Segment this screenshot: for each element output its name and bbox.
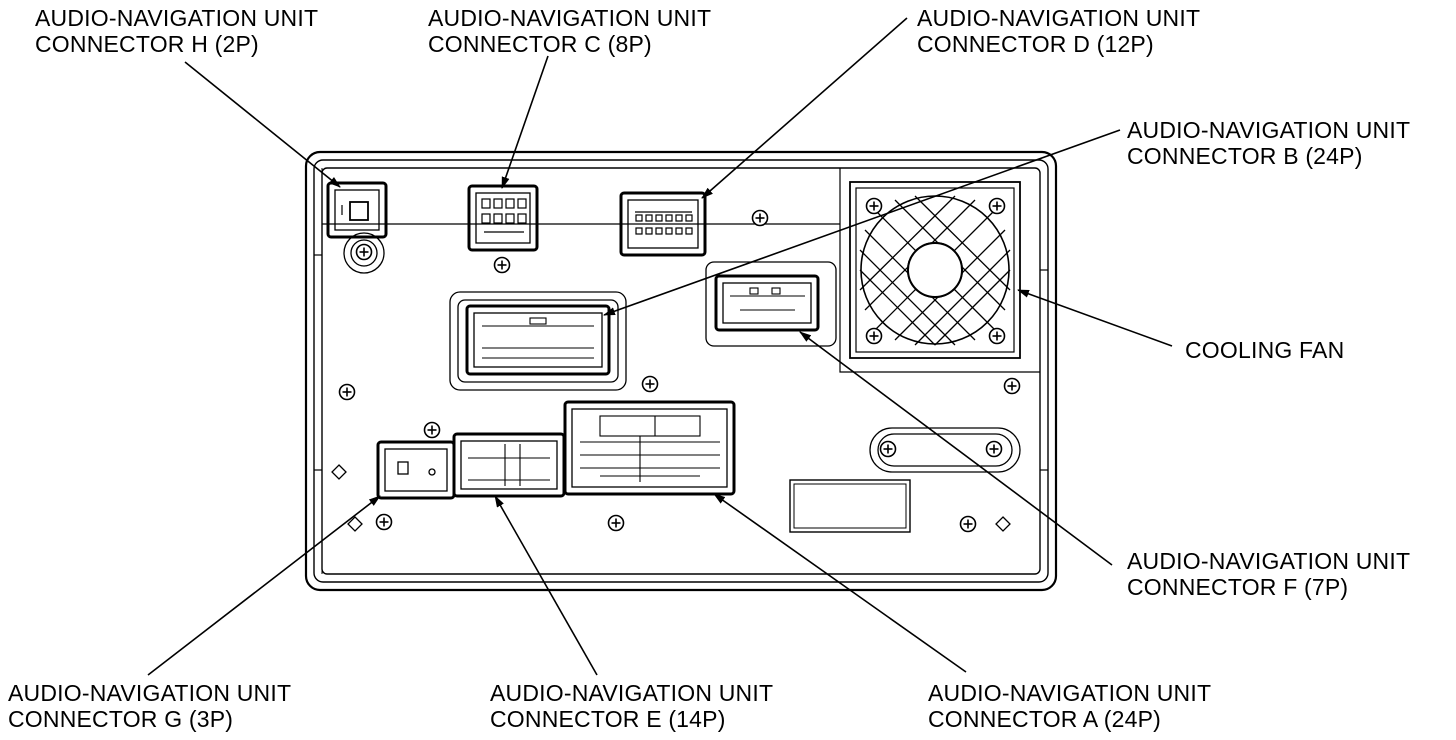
connector-g	[376, 440, 456, 500]
unit-housing	[304, 150, 1058, 592]
label-line: CONNECTOR B (24P)	[1127, 143, 1363, 169]
label-line: AUDIO-NAVIGATION UNIT	[917, 5, 1201, 31]
label-line: CONNECTOR F (7P)	[1127, 574, 1349, 600]
label-line: AUDIO-NAVIGATION UNIT	[928, 680, 1212, 706]
connector-a	[563, 400, 736, 496]
screw	[641, 375, 659, 393]
label-line: CONNECTOR C (8P)	[428, 31, 652, 57]
screw	[751, 209, 769, 227]
label-plate	[789, 479, 911, 533]
label-connector-c: AUDIO-NAVIGATION UNIT CONNECTOR C (8P)	[428, 5, 711, 57]
connector-d	[619, 191, 707, 257]
label-connector-b: AUDIO-NAVIGATION UNIT CONNECTOR B (24P)	[1127, 117, 1410, 169]
locator-pin	[331, 464, 1011, 532]
label-line: CONNECTOR G (3P)	[8, 706, 234, 732]
label-line: AUDIO-NAVIGATION UNIT	[490, 680, 774, 706]
screw	[607, 514, 625, 532]
screw	[985, 440, 1003, 458]
connector-f	[705, 261, 837, 347]
label-line: AUDIO-NAVIGATION UNIT	[1127, 117, 1411, 143]
screw	[355, 243, 373, 261]
label-connector-d: AUDIO-NAVIGATION UNIT CONNECTOR D (12P)	[917, 5, 1200, 57]
connector-b	[449, 291, 627, 391]
screw	[493, 256, 511, 274]
label-line: CONNECTOR D (12P)	[917, 31, 1154, 57]
label-connector-g: AUDIO-NAVIGATION UNIT CONNECTOR G (3P)	[8, 680, 291, 732]
connector-e	[452, 432, 566, 498]
label-cooling-fan: COOLING FAN	[1185, 337, 1344, 363]
label-line: AUDIO-NAVIGATION UNIT	[1127, 548, 1411, 574]
leader-lines	[147, 17, 1173, 676]
label-connector-e: AUDIO-NAVIGATION UNIT CONNECTOR E (14P)	[490, 680, 773, 732]
screw	[1003, 377, 1021, 395]
screw	[959, 515, 977, 533]
screw	[879, 440, 897, 458]
label-line: AUDIO-NAVIGATION UNIT	[35, 5, 319, 31]
mounting-slot	[869, 427, 1021, 473]
connector-h	[326, 181, 388, 274]
screw	[375, 513, 393, 531]
label-line: COOLING FAN	[1185, 337, 1345, 363]
label-connector-a: AUDIO-NAVIGATION UNIT CONNECTOR A (24P)	[928, 680, 1211, 732]
label-line: CONNECTOR H (2P)	[35, 31, 259, 57]
label-line: AUDIO-NAVIGATION UNIT	[428, 5, 712, 31]
cooling-fan	[849, 181, 1021, 359]
connector-c	[467, 184, 539, 252]
label-line: AUDIO-NAVIGATION UNIT	[8, 680, 292, 706]
label-connector-h: AUDIO-NAVIGATION UNIT CONNECTOR H (2P)	[35, 5, 318, 57]
label-connector-f: AUDIO-NAVIGATION UNIT CONNECTOR F (7P)	[1127, 548, 1410, 600]
screw	[423, 421, 441, 439]
screw	[338, 383, 356, 401]
label-line: CONNECTOR A (24P)	[928, 706, 1162, 732]
label-line: CONNECTOR E (14P)	[490, 706, 726, 732]
